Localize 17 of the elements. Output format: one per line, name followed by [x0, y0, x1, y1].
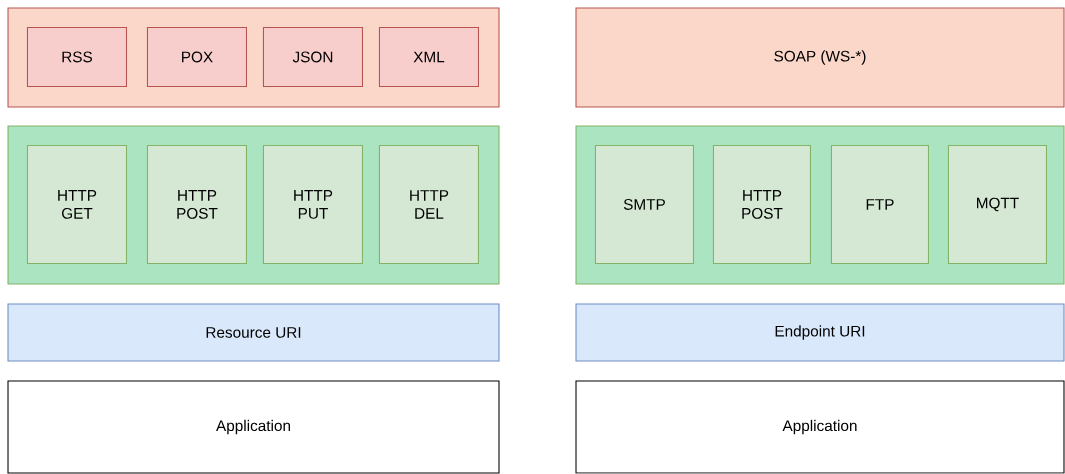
protocol-box: HTTP PUT [262, 144, 363, 264]
protocol-box: FTP [830, 144, 929, 264]
protocol-box: HTTP GET [26, 144, 127, 264]
format-box: RSS [26, 26, 127, 87]
format-box: POX [146, 26, 247, 87]
format-box: XML [378, 26, 479, 87]
application-box: Application [575, 380, 1065, 474]
protocol-box: SMTP [594, 144, 694, 264]
layer-band: SOAP (WS-*) [575, 7, 1065, 108]
application-box: Application [7, 380, 500, 474]
protocol-box: MQTT [947, 144, 1047, 264]
uri-band: Endpoint URI [575, 303, 1065, 362]
protocol-box: HTTP DEL [378, 144, 479, 264]
protocol-box: HTTP POST [146, 144, 247, 264]
protocol-box: HTTP POST [712, 144, 811, 264]
uri-band: Resource URI [7, 303, 500, 362]
format-box: JSON [262, 26, 363, 87]
